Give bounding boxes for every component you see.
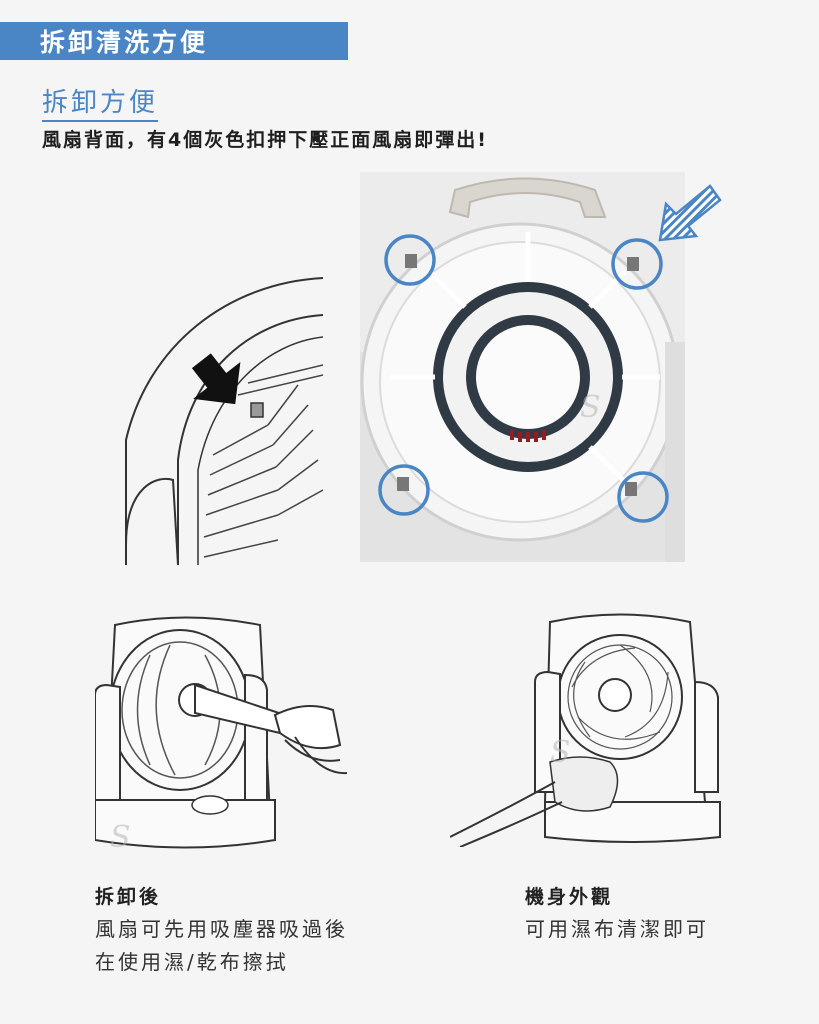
caption-left-line-2: 在使用濕/乾布擦拭 [95,950,289,974]
caption-right-title: 機身外觀 [525,886,614,908]
sub-title: 拆卸方便 [42,82,159,122]
caption-right-line-1: 可用濕布清潔即可 [525,917,709,941]
fan-wipe-illustration [450,613,721,847]
watermark-right: S [550,735,571,770]
fan-clip-closeup-illustration [125,277,323,565]
section-header-title: 拆卸清洗方便 [40,28,209,57]
watermark-left: S [110,820,131,855]
caption-left-title: 拆卸後 [95,886,162,908]
caption-left-body: 風扇可先用吸塵器吸過後 在使用濕/乾布擦拭 [95,913,348,979]
section-header-bar: 拆卸清洗方便 [0,22,348,60]
watermark-photo: S [580,390,601,425]
caption-right-body: 可用濕布清潔即可 [525,913,709,946]
hatched-arrow-icon [658,184,722,242]
fan-back-photo [360,172,685,562]
fan-vacuum-illustration [95,616,348,849]
description-text: 風扇背面，有4個灰色扣押下壓正面風扇即彈出! [42,129,488,151]
caption-left-line-1: 風扇可先用吸塵器吸過後 [95,917,348,941]
